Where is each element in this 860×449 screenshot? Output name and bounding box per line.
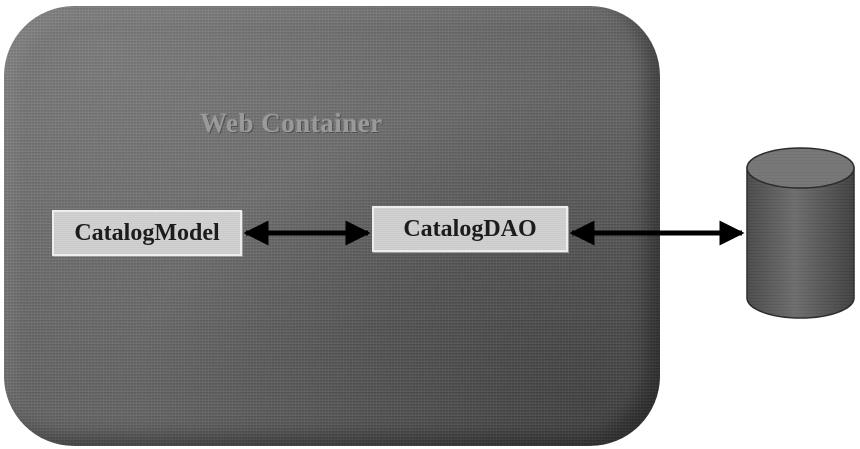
catalog-dao-box: CatalogDAO: [372, 206, 568, 252]
web-container-label: Web Container: [200, 108, 383, 138]
database-cylinder-icon: [746, 147, 855, 319]
catalog-model-box: CatalogModel: [52, 210, 242, 256]
